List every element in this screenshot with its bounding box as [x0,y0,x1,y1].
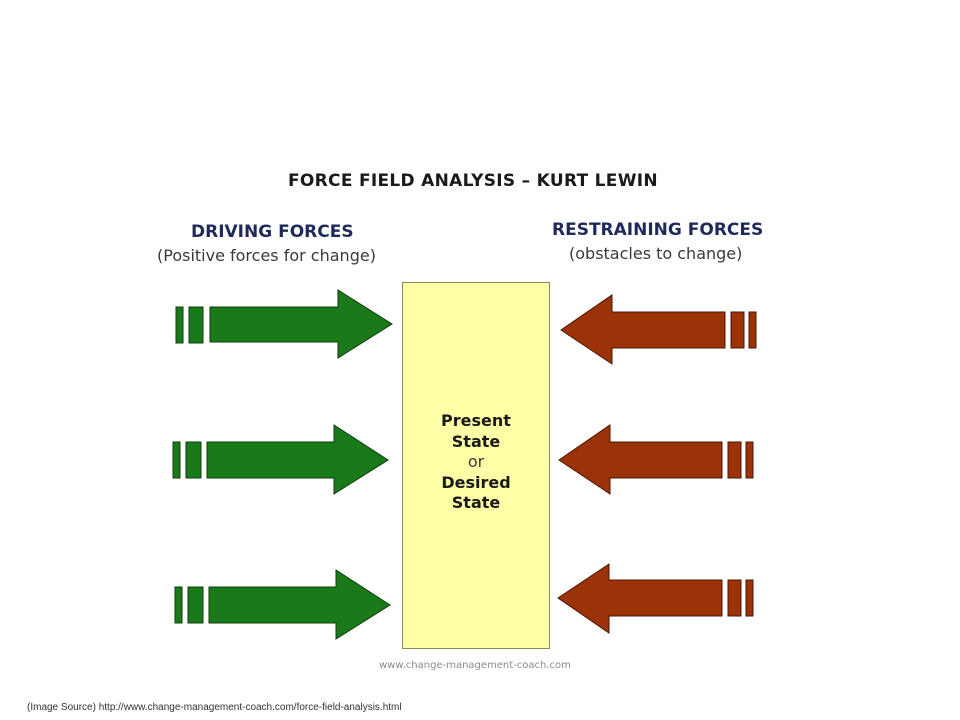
restraining-arrow [560,294,757,365]
state-line-state: State [451,431,501,451]
driving-forces-subheading: (Positive forces for change) [157,246,376,265]
restraining-forces-subheading: (obstacles to change) [569,244,743,263]
image-source-caption: (Image Source) http://www.change-managem… [27,702,402,713]
restraining-arrow [557,563,754,634]
state-label: Present State or Desired State [403,411,549,514]
restraining-forces-heading: RESTRAINING FORCES [552,220,764,240]
driving-arrow [175,289,393,359]
state-line-present: Present [441,411,511,430]
driving-arrow [174,569,391,640]
restraining-arrow [558,424,754,495]
state-line-desired: Desired [441,472,511,492]
present-desired-state-box: Present State or Desired State [402,282,550,649]
watermark: www.change-management-coach.com [379,660,571,671]
diagram-title: FORCE FIELD ANALYSIS – KURT LEWIN [288,171,658,191]
driving-forces-heading: DRIVING FORCES [191,222,354,242]
driving-arrow [172,424,389,495]
state-line-or: or [467,452,485,471]
state-line-state-2: State [451,493,501,512]
